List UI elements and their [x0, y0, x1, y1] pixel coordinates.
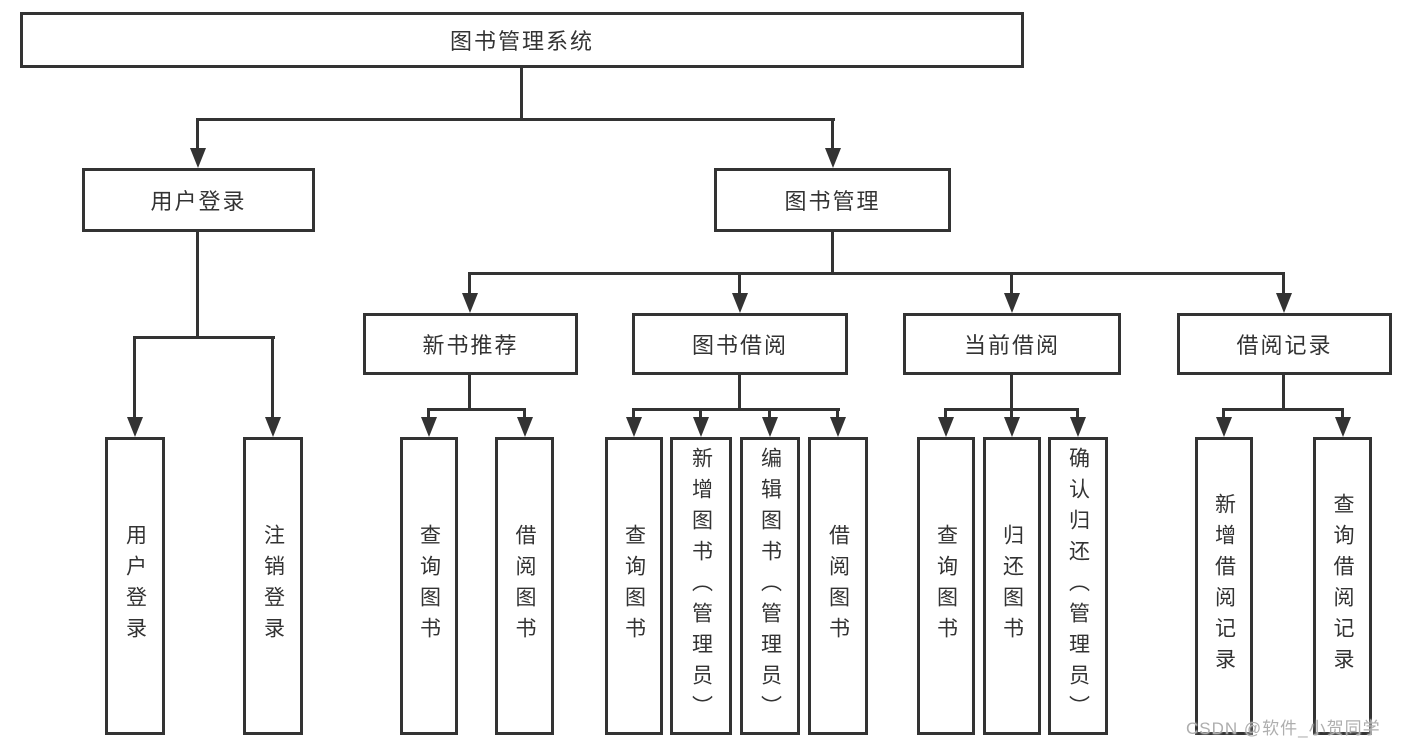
- connector-line: [1222, 408, 1225, 421]
- arrow-down-icon: [190, 148, 206, 168]
- connector-line: [699, 408, 702, 421]
- node-book-borrowing: 图书借阅: [632, 313, 848, 375]
- arrow-down-icon: [1276, 293, 1292, 313]
- node-edit-books-admin: 编辑图书（管理员）: [740, 437, 800, 735]
- connector-line: [196, 232, 199, 336]
- connector-line: [468, 375, 471, 408]
- node-add-books-admin: 新增图书（管理员）: [670, 437, 732, 735]
- node-return-books: 归还图书: [983, 437, 1041, 735]
- connector-line: [271, 336, 274, 421]
- connector-line: [768, 408, 771, 421]
- arrow-down-icon: [1004, 293, 1020, 313]
- node-new-book-recommendation: 新书推荐: [363, 313, 578, 375]
- node-add-borrow-record: 新增借阅记录: [1195, 437, 1253, 735]
- connector-line: [944, 408, 947, 421]
- connector-line: [738, 375, 741, 408]
- arrow-down-icon: [1335, 417, 1351, 437]
- connector-rail: [196, 118, 835, 121]
- connector-rail: [133, 336, 275, 339]
- connector-rail: [468, 272, 1285, 275]
- connector-line: [836, 408, 839, 421]
- connector-line: [468, 272, 471, 297]
- arrow-down-icon: [517, 417, 533, 437]
- arrow-down-icon: [693, 417, 709, 437]
- node-label: 借阅图书: [513, 524, 536, 648]
- csdn-watermark: CSDN @软件_小贺同学: [1186, 719, 1381, 738]
- arrow-down-icon: [626, 417, 642, 437]
- node-label: 查询借阅记录: [1331, 493, 1354, 679]
- connector-line: [738, 272, 741, 297]
- connector-line: [1010, 408, 1013, 421]
- node-label: 注销登录: [261, 524, 285, 648]
- arrow-down-icon: [1004, 417, 1020, 437]
- connector-line: [196, 118, 199, 152]
- node-borrowing-records: 借阅记录: [1177, 313, 1392, 375]
- node-query-borrow-record: 查询借阅记录: [1313, 437, 1372, 735]
- arrow-down-icon: [762, 417, 778, 437]
- node-library-management-system: 图书管理系统: [20, 12, 1024, 68]
- node-label: 新增借阅记录: [1212, 493, 1236, 679]
- connector-line: [831, 118, 834, 152]
- node-label: 用户登录: [123, 524, 147, 648]
- connector-line: [523, 408, 526, 421]
- connector-line: [1341, 408, 1344, 421]
- arrow-down-icon: [1070, 417, 1086, 437]
- arrow-down-icon: [421, 417, 437, 437]
- connector-line: [1282, 375, 1285, 408]
- node-label: 借阅图书: [826, 524, 850, 648]
- arrow-down-icon: [825, 148, 841, 168]
- arrow-down-icon: [732, 293, 748, 313]
- connector-line: [1010, 272, 1013, 297]
- connector-line: [133, 336, 136, 421]
- node-book-management: 图书管理: [714, 168, 951, 232]
- node-logout-leaf: 注销登录: [243, 437, 303, 735]
- connector-rail: [427, 408, 526, 411]
- node-label: 查询图书: [934, 524, 958, 648]
- node-borrow-books-2: 借阅图书: [808, 437, 868, 735]
- node-query-books-2: 查询图书: [605, 437, 663, 735]
- connector-rail: [1222, 408, 1344, 411]
- node-label: 查询图书: [417, 524, 441, 648]
- connector-line: [831, 232, 834, 272]
- connector-line: [1282, 272, 1285, 297]
- node-borrow-books-1: 借阅图书: [495, 437, 554, 735]
- node-label: 新增图书（管理员）: [689, 446, 713, 726]
- node-current-borrowing: 当前借阅: [903, 313, 1121, 375]
- node-label: 归还图书: [1000, 524, 1024, 648]
- connector-line: [427, 408, 430, 421]
- connector-line: [1076, 408, 1079, 421]
- node-confirm-return-admin: 确认归还（管理员）: [1048, 437, 1108, 735]
- node-user-login-leaf: 用户登录: [105, 437, 165, 735]
- arrow-down-icon: [127, 417, 143, 437]
- arrow-down-icon: [1216, 417, 1232, 437]
- node-query-books-1: 查询图书: [400, 437, 458, 735]
- arrow-down-icon: [830, 417, 846, 437]
- connector-rail: [632, 408, 840, 411]
- node-label: 确认归还（管理员）: [1066, 446, 1090, 726]
- node-label: 查询图书: [622, 524, 646, 648]
- connector-line: [632, 408, 635, 421]
- node-query-books-3: 查询图书: [917, 437, 975, 735]
- arrow-down-icon: [462, 293, 478, 313]
- node-label: 编辑图书（管理员）: [758, 446, 782, 726]
- node-user-login: 用户登录: [82, 168, 315, 232]
- connector-line: [1010, 375, 1013, 408]
- connector-line: [520, 68, 523, 118]
- arrow-down-icon: [938, 417, 954, 437]
- arrow-down-icon: [265, 417, 281, 437]
